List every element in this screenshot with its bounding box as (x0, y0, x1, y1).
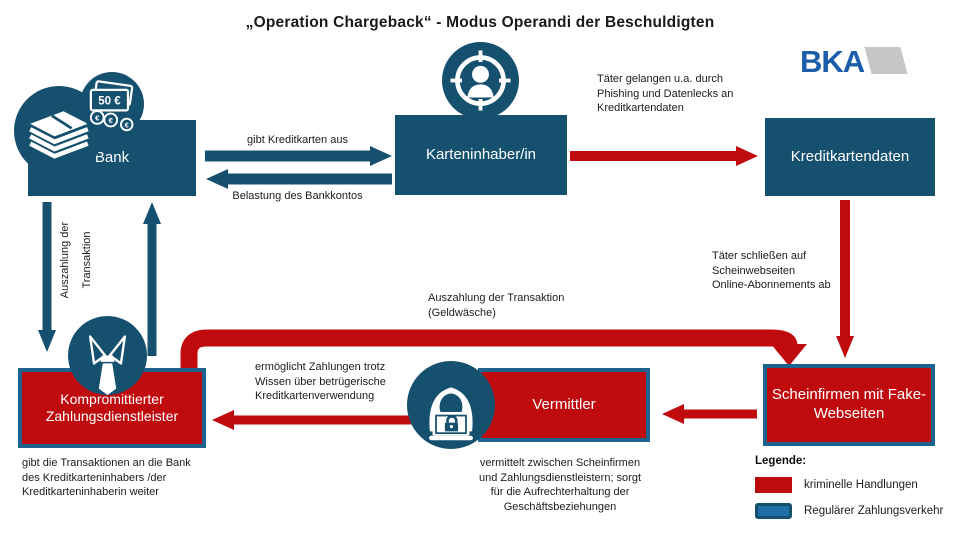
node-kreditkartendaten-label: Kreditkartendaten (790, 147, 910, 165)
target-person-icon (442, 42, 519, 119)
arrow-karteninhaber-to-bank (206, 169, 392, 189)
legend-item-criminal: kriminelle Handlungen (755, 477, 943, 493)
note-zahlungsdienstleister: gibt die Transaktionen an die Bank des K… (22, 457, 191, 499)
arrow-karteninhaber-to-daten (570, 146, 758, 166)
node-vermittler-label: Vermittler (532, 395, 596, 413)
label-ermoeglicht-zahlungen: ermöglicht Zahlungen trotz Wissen über b… (255, 361, 386, 403)
arrow-daten-to-scheinfirmen (836, 200, 854, 358)
label-gibt-kreditkarten-aus: gibt Kreditkarten aus (247, 134, 348, 146)
bka-logo-flag (864, 47, 908, 74)
node-karteninhaber: Karteninhaber/in (395, 115, 567, 195)
node-bank-label: Bank (94, 148, 130, 166)
legend: Legende: kriminelle Handlungen Regulärer… (755, 455, 943, 519)
business-tie-icon (68, 316, 147, 395)
node-scheinfirmen: Scheinfirmen mit Fake-Webseiten (763, 364, 935, 446)
legend-label-regular: Regulärer Zahlungsverkehr (804, 505, 944, 517)
label-phishing-datenlecks: Täter gelangen u.a. durch Phishing und D… (597, 73, 734, 115)
page-title: „Operation Chargeback“ - Modus Operandi … (245, 14, 715, 31)
hacker-laptop-icon (407, 361, 495, 449)
node-zahlungsdienstleister: Kompromittierter Zahlungsdienstleister (18, 368, 206, 448)
legend-swatch-red (755, 477, 792, 493)
node-scheinfirmen-label: Scheinfirmen mit Fake-Webseiten (771, 386, 927, 422)
bka-logo-text: BKA (800, 44, 865, 79)
legend-label-criminal: kriminelle Handlungen (804, 479, 918, 491)
note-vermittler: vermittelt zwischen Scheinfirmen und Zah… (478, 457, 642, 513)
arrow-bank-to-karteninhaber (205, 146, 392, 166)
label-belastung-bankkonto: Belastung des Bankkontos (232, 190, 363, 202)
arrow-psp-up (143, 202, 161, 356)
arrow-scheinfirmen-to-vermittler (662, 404, 757, 424)
svg-text:50 €: 50 € (98, 96, 121, 108)
node-zahlungsdienstleister-label: Kompromittierter Zahlungsdienstleister (45, 390, 179, 425)
label-online-abonnements: Täter schließen auf Scheinwebseiten Onli… (712, 250, 831, 292)
legend-item-regular: Regulärer Zahlungsverkehr (755, 503, 943, 519)
svg-text:€: € (125, 123, 129, 130)
node-vermittler: Vermittler (478, 368, 650, 442)
svg-text:€: € (109, 116, 114, 125)
svg-text:€: € (95, 114, 100, 123)
legend-swatch-blue (755, 503, 792, 519)
arrow-bank-down (38, 202, 56, 352)
arrow-psp-to-scheinfirmen (180, 329, 807, 369)
node-kreditkartendaten: Kreditkartendaten (765, 118, 935, 196)
label-auszahlung-transaktion-vertical: Auszahlung der Transaktion (59, 221, 93, 299)
label-auszahlung-geldwaesche: Auszahlung der Transaktion (Geldwäsche) (428, 292, 565, 319)
bka-logo: BKA (800, 44, 908, 79)
banknote-50-euro-icon: 50 € € € € (80, 72, 144, 136)
node-karteninhaber-label: Karteninhaber/in (425, 145, 537, 163)
legend-title: Legende: (755, 455, 807, 467)
